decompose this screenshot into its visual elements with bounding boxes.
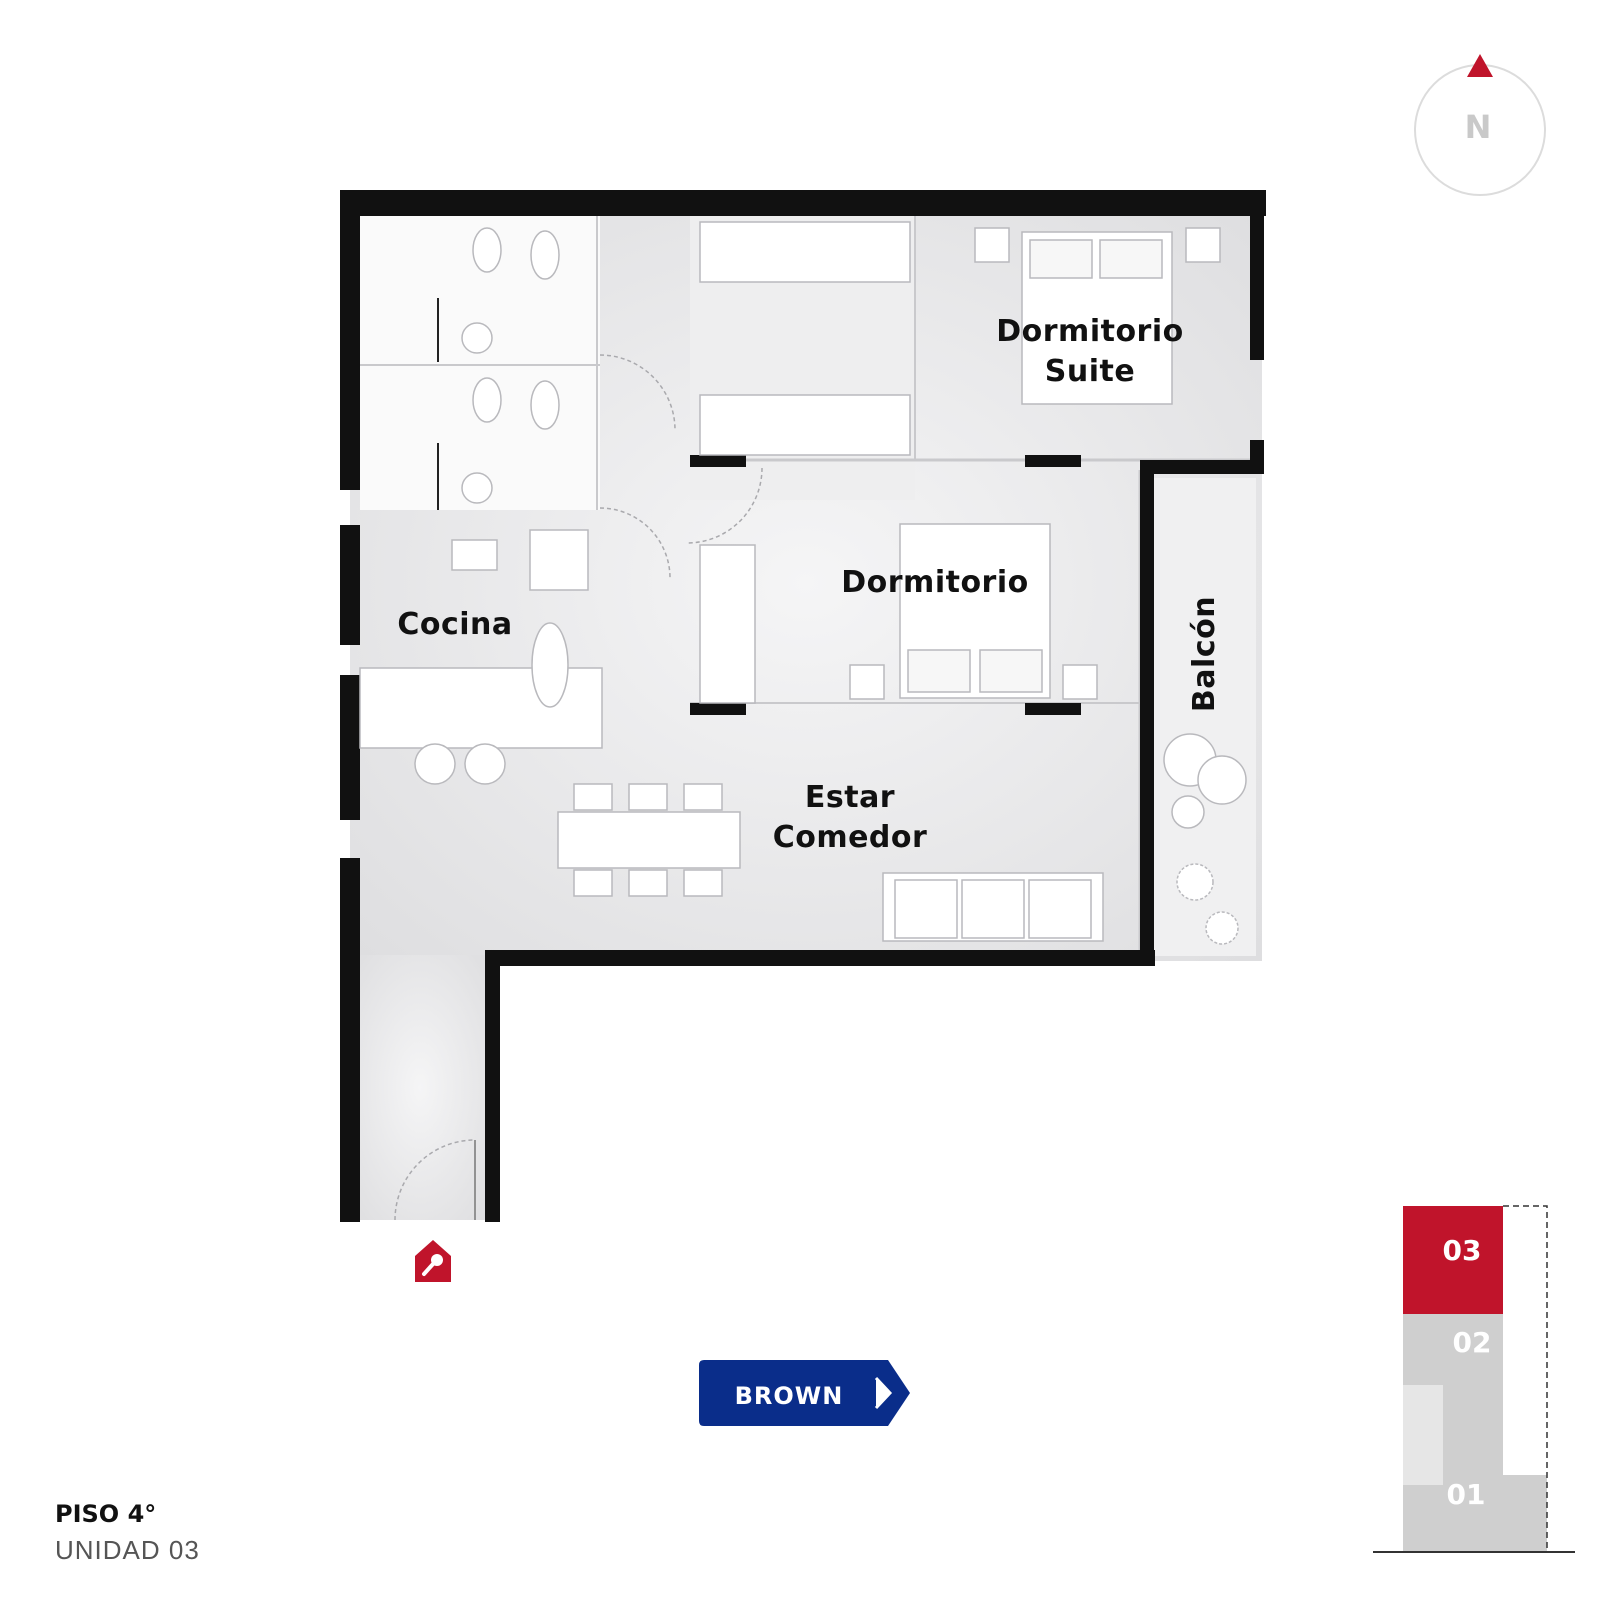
walls xyxy=(340,190,1266,1222)
street-sign xyxy=(699,1360,910,1426)
street-name: BROWN xyxy=(734,1382,844,1410)
room-label-cocina: Cocina xyxy=(397,607,513,642)
room-label-dormitorio: Dormitorio xyxy=(841,565,1029,600)
unit-label: UNIDAD 03 xyxy=(55,1535,200,1565)
room-label-balcon: Balcón xyxy=(1187,595,1222,713)
key-house-icon xyxy=(415,1240,451,1282)
compass xyxy=(1414,54,1546,196)
furniture xyxy=(359,221,1247,945)
floor-label: PISO 4° xyxy=(55,1500,157,1528)
room-label-estar-comedor: Estar Comedor xyxy=(772,780,928,855)
unit-selector-01[interactable]: 01 xyxy=(1446,1478,1486,1511)
north-arrow-icon xyxy=(1467,54,1493,77)
compass-north-label: N xyxy=(1464,108,1492,146)
unit-03-block xyxy=(1403,1206,1503,1314)
unit-selector xyxy=(1373,1205,1575,1553)
chevron-right-icon xyxy=(874,1376,893,1410)
room-label-dormitorio-suite: Dormitorio Suite xyxy=(996,314,1184,389)
unit-selector-02[interactable]: 02 xyxy=(1452,1326,1492,1359)
unit-selector-03[interactable]: 03 xyxy=(1442,1234,1482,1267)
door-swings xyxy=(394,354,763,1221)
